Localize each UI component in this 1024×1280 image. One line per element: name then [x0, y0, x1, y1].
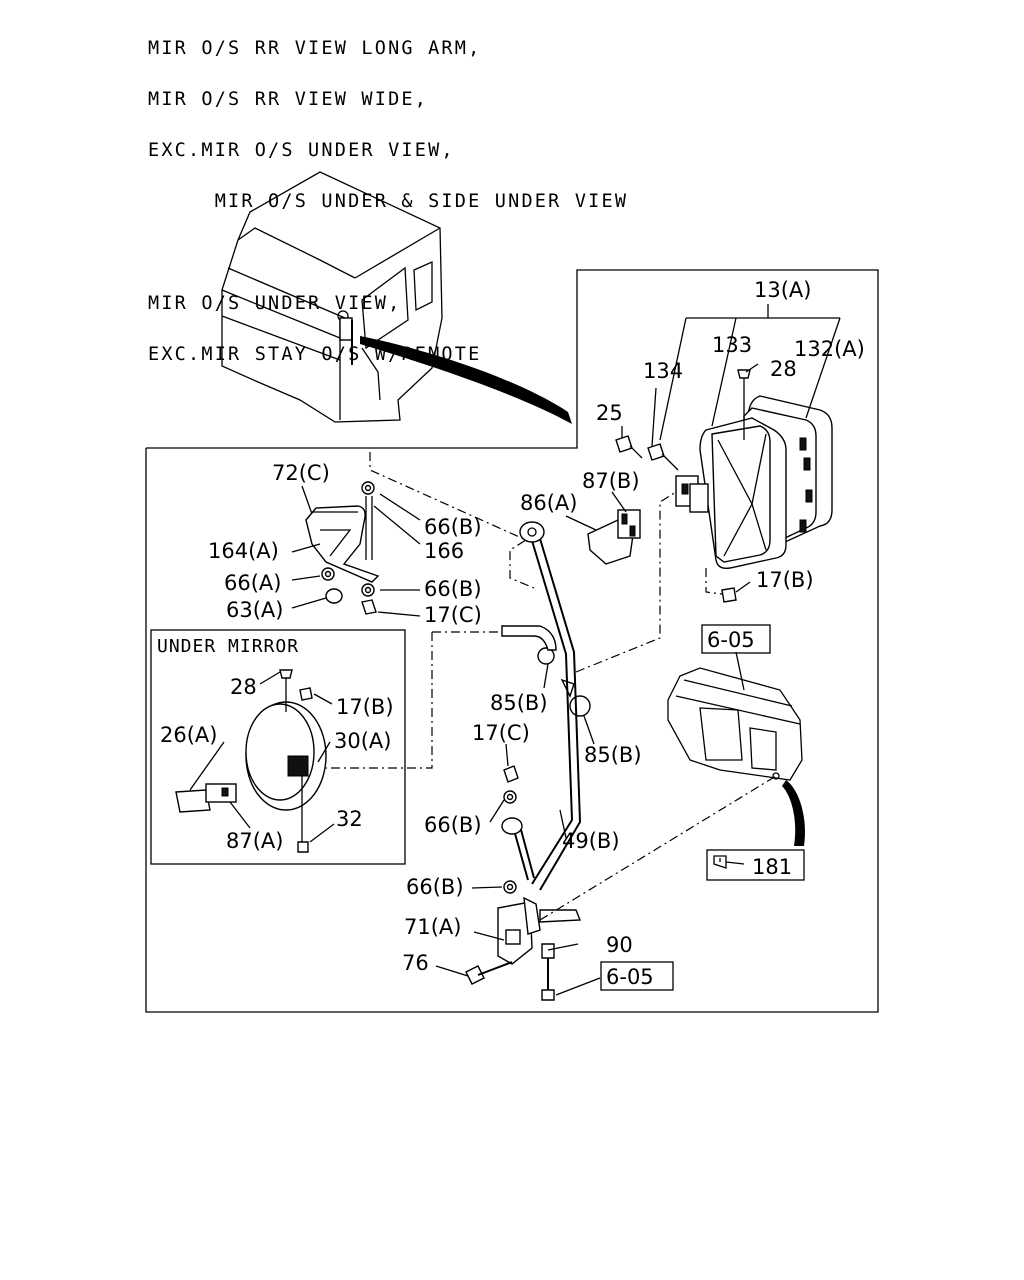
callout-17b-under: 17(B): [336, 695, 394, 719]
callout-134: 134: [643, 359, 683, 383]
callout-76: 76: [402, 951, 429, 975]
callout-166: 166: [424, 539, 464, 563]
callout-72c: 72(C): [272, 461, 330, 485]
callout-71a: 71(A): [404, 915, 461, 939]
callout-66b-top: 66(B): [424, 515, 482, 539]
mirror-arm-stay-49b: [465, 521, 582, 1001]
ref-box-181: [706, 849, 805, 881]
hardware-parts: [305, 435, 737, 894]
callout-66b-bottom: 66(B): [406, 875, 464, 899]
callout-28-under: 28: [230, 675, 257, 699]
callout-86a: 86(A): [520, 491, 577, 515]
header-line: MIR O/S UNDER VIEW,: [148, 293, 402, 314]
callout-32: 32: [336, 807, 363, 831]
header-line: MIR O/S RR VIEW WIDE,: [148, 89, 429, 110]
callout-25: 25: [596, 401, 623, 425]
callout-133: 133: [712, 333, 752, 357]
ref-box-6-05-bottom: [600, 961, 674, 991]
callout-66b-second: 66(B): [424, 577, 482, 601]
ref-box-6-05-top: [701, 624, 771, 654]
callout-90: 90: [606, 933, 633, 957]
callout-87b: 87(B): [582, 469, 640, 493]
callout-17b-mirror: 17(B): [756, 568, 814, 592]
callout-66b-third: 66(B): [424, 813, 482, 837]
header-notes: MIR O/S RR VIEW LONG ARM, MIR O/S RR VIE…: [148, 6, 628, 380]
header-line: EXC.MIR O/S UNDER VIEW,: [148, 140, 455, 161]
diagram-frame: [145, 269, 879, 1013]
phantom-reference-lines: [326, 452, 777, 921]
header-line: MIR O/S RR VIEW LONG ARM,: [148, 38, 482, 59]
callout-85b-left: 85(B): [490, 691, 548, 715]
callout-87a: 87(A): [226, 829, 283, 853]
callout-28-mirror: 28: [770, 357, 797, 381]
under-mirror-inset: UNDER MIRROR: [150, 629, 406, 865]
callout-17c-lower: 17(C): [472, 721, 530, 745]
reference-boxes: [600, 624, 805, 991]
truck-cab-illustration: [221, 171, 572, 424]
callout-164a: 164(A): [208, 539, 279, 563]
callout-49b: 49(B): [562, 829, 620, 853]
rear-view-mirror-13a: [675, 369, 833, 570]
callout-6-05-bottom: 6-05: [606, 965, 654, 989]
callout-63a: 63(A): [226, 598, 283, 622]
callout-6-05-top: 6-05: [707, 628, 755, 652]
header-line: MIR O/S UNDER & SIDE UNDER VIEW: [148, 191, 629, 212]
inset-title: UNDER MIRROR: [157, 636, 299, 657]
callout-labels: 13(A) 133 132(A) 134 28 25 87(B) 86(A) 7…: [160, 278, 865, 989]
callout-132a: 132(A): [794, 337, 865, 361]
callout-181: 181: [752, 855, 792, 879]
callout-85b-right: 85(B): [584, 743, 642, 767]
callout-26a: 26(A): [160, 723, 217, 747]
callout-66a: 66(A): [224, 571, 281, 595]
callout-17c-top: 17(C): [424, 603, 482, 627]
callout-30a: 30(A): [334, 729, 391, 753]
callout-13a: 13(A): [754, 278, 811, 302]
cab-panel-6-05: [667, 667, 806, 846]
leader-lines: [189, 304, 841, 996]
